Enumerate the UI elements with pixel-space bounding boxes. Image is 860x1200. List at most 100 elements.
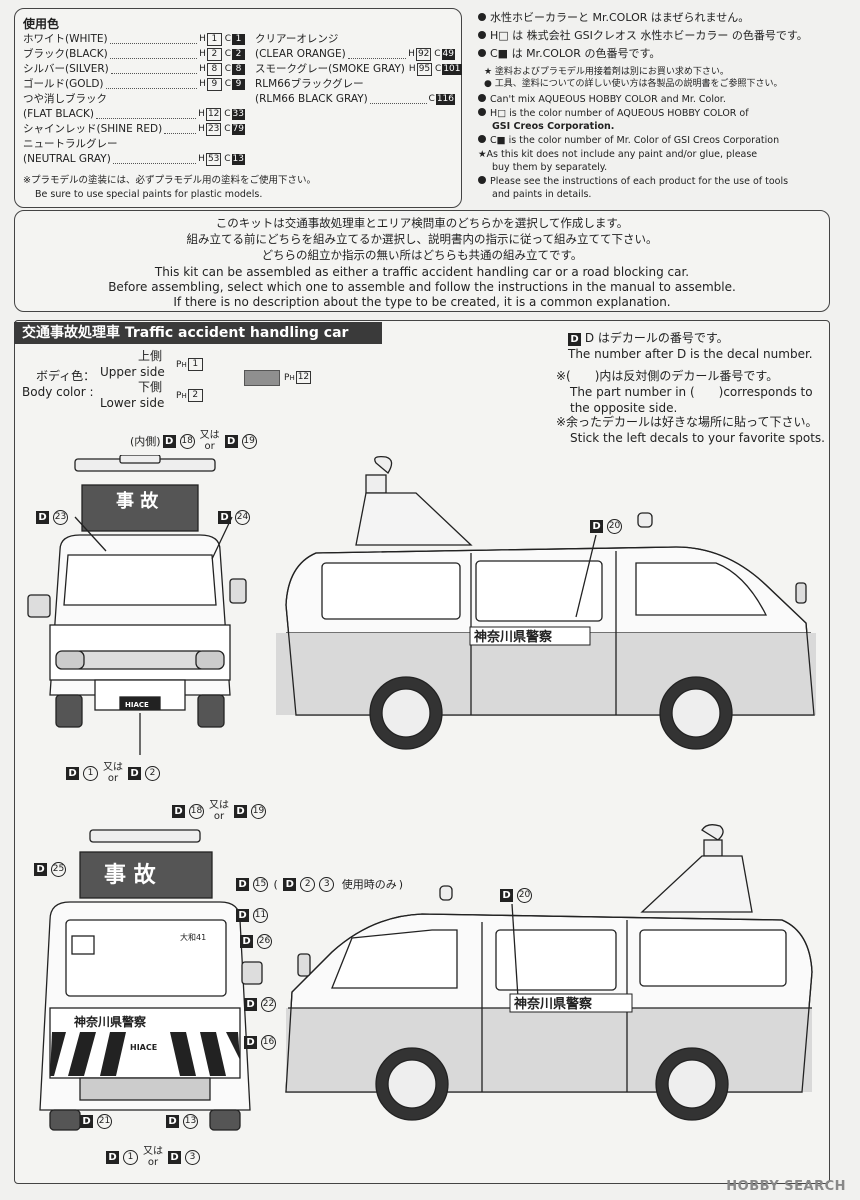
rear-plate-text: HIACE [130,1043,157,1052]
rear-number-text: 大和41 [180,932,206,942]
info-line: C■ is the color number of Mr. Color of G… [478,135,779,147]
info-line: Please see the instructions of each prod… [478,176,788,188]
intro-jp-3: どちらの組立か指示の無い所はどちらも共通の組み立てです。 [261,248,583,262]
h-code: 95 [416,63,433,77]
decal-note-2: The number after D is the decal number. [568,347,813,361]
info-line: H□ は 株式会社 GSIクレオス 水性ホビーカラー の色番号です。 [478,30,808,42]
side-view-lower: 神奈川県警察 [285,824,813,1121]
c-code: 8 [232,64,245,76]
decal-note-5: the opposite side. [570,401,678,415]
paint-name: ゴールド(GOLD) [23,78,104,90]
paint-name-en: (RLM66 BLACK GRAY) [255,93,368,105]
intro-en-2: Before assembling, select which one to a… [108,280,736,294]
info-line: ★ 塗料およびプラモデル用接着剤は別にお買い求め下さい。 [484,67,729,77]
section-header: 交通事故処理車 Traffic accident handling car [14,322,382,344]
front-plate-text: HIACE [125,701,149,709]
info-line: ★As this kit does not include any paint … [478,149,758,160]
c-code: 13 [231,154,245,166]
body-color-swatch [244,370,280,386]
upper-side-jp: 上側 [138,349,163,363]
paint-name: RLM66ブラックグレー [255,78,364,90]
info-line: and paints in details. [492,189,592,200]
lower-side-jp: 下側 [138,380,163,394]
c-code: 33 [231,109,245,121]
sign-text-rear: 事 故 [104,862,157,888]
sign-text-front: 事 故 [116,490,159,512]
paint-name-en: (NEUTRAL GRAY) [23,153,111,165]
paint-name: ブラック(BLACK) [23,48,108,60]
h-code: 23 [205,123,222,137]
decal-note-1: D D はデカールの番号です。 [568,331,729,346]
side-police-text-upper: 神奈川県警察 [474,629,553,645]
h-code: 8 [206,63,222,77]
info-line: Can't mix AQUEOUS HOBBY COLOR and Mr. Co… [478,94,726,106]
decal-note-4: The part number in ( )corresponds to [570,385,813,399]
c-code: 79 [231,124,245,136]
intro-box: このキットは交通事故処理車とエリア検問車のどちらかを選択して作成します。 組み立… [14,210,830,312]
intro-jp-2: 組み立てる前にどちらを組み立てるか選択し、説明書内の指示に従って組み立てて下さい… [186,232,658,246]
intro-en-3: If there is no description about the typ… [173,295,671,309]
h-code: 53 [205,153,222,167]
info-line: ● 工具、塗料についての詳しい使い方は各製品の説明書をご参照下さい。 [484,79,783,89]
body-color-label-jp: ボディ色： [36,369,96,383]
front-view-upper: 事 故 HIACE [27,455,247,755]
paint-legend-title: 使用色 [23,17,60,31]
paint-name: シルバー(SILVER) [23,63,109,75]
h-code: 1 [206,33,222,47]
h-code: 9 [206,78,222,92]
lower-side-en: Lower side [100,396,165,410]
paint-name: スモークグレー(SMOKE GRAY) [255,63,405,75]
paint-info-box: 水性ホビーカラーと Mr.COLOR はまぜられません。 H□ は 株式会社 G… [468,8,828,206]
h-code: 92 [415,48,432,62]
decal-note-3: ※( )内は反対側のデカール番号です。 [556,369,779,383]
info-line: H□ is the color number of AQUEOUS HOBBY … [478,108,749,120]
c-code: 101 [442,64,462,76]
paint-name-en: (FLAT BLACK) [23,108,94,120]
paint-note-jp: ※プラモデルの塗装には、必ずプラモデル用の塗料をご使用下さい。 [23,175,316,186]
info-line: buy them by separately. [492,162,608,173]
info-line: 水性ホビーカラーと Mr.COLOR はまぜられません。 [478,12,749,24]
paint-name: シャインレッド(SHINE RED) [23,123,163,135]
intro-en-1: This kit can be assembled as either a tr… [154,265,690,279]
c-code: 49 [441,49,455,61]
paint-name: ニュートラルグレー [23,138,118,150]
decal-note-7: Stick the left decals to your favorite s… [570,431,825,445]
h-code: 2 [206,48,222,62]
side-view-upper: 神奈川県警察 [276,455,816,750]
c-code: 116 [435,94,455,106]
paint-name: クリアーオレンジ [255,33,339,45]
paint-name: ホワイト(WHITE) [23,33,108,45]
info-line: C■ は Mr.COLOR の色番号です。 [478,48,660,60]
h-code: 12 [205,108,222,122]
upper-side-en: Upper side [100,365,165,379]
watermark: HOBBY SEARCH [726,1179,846,1194]
